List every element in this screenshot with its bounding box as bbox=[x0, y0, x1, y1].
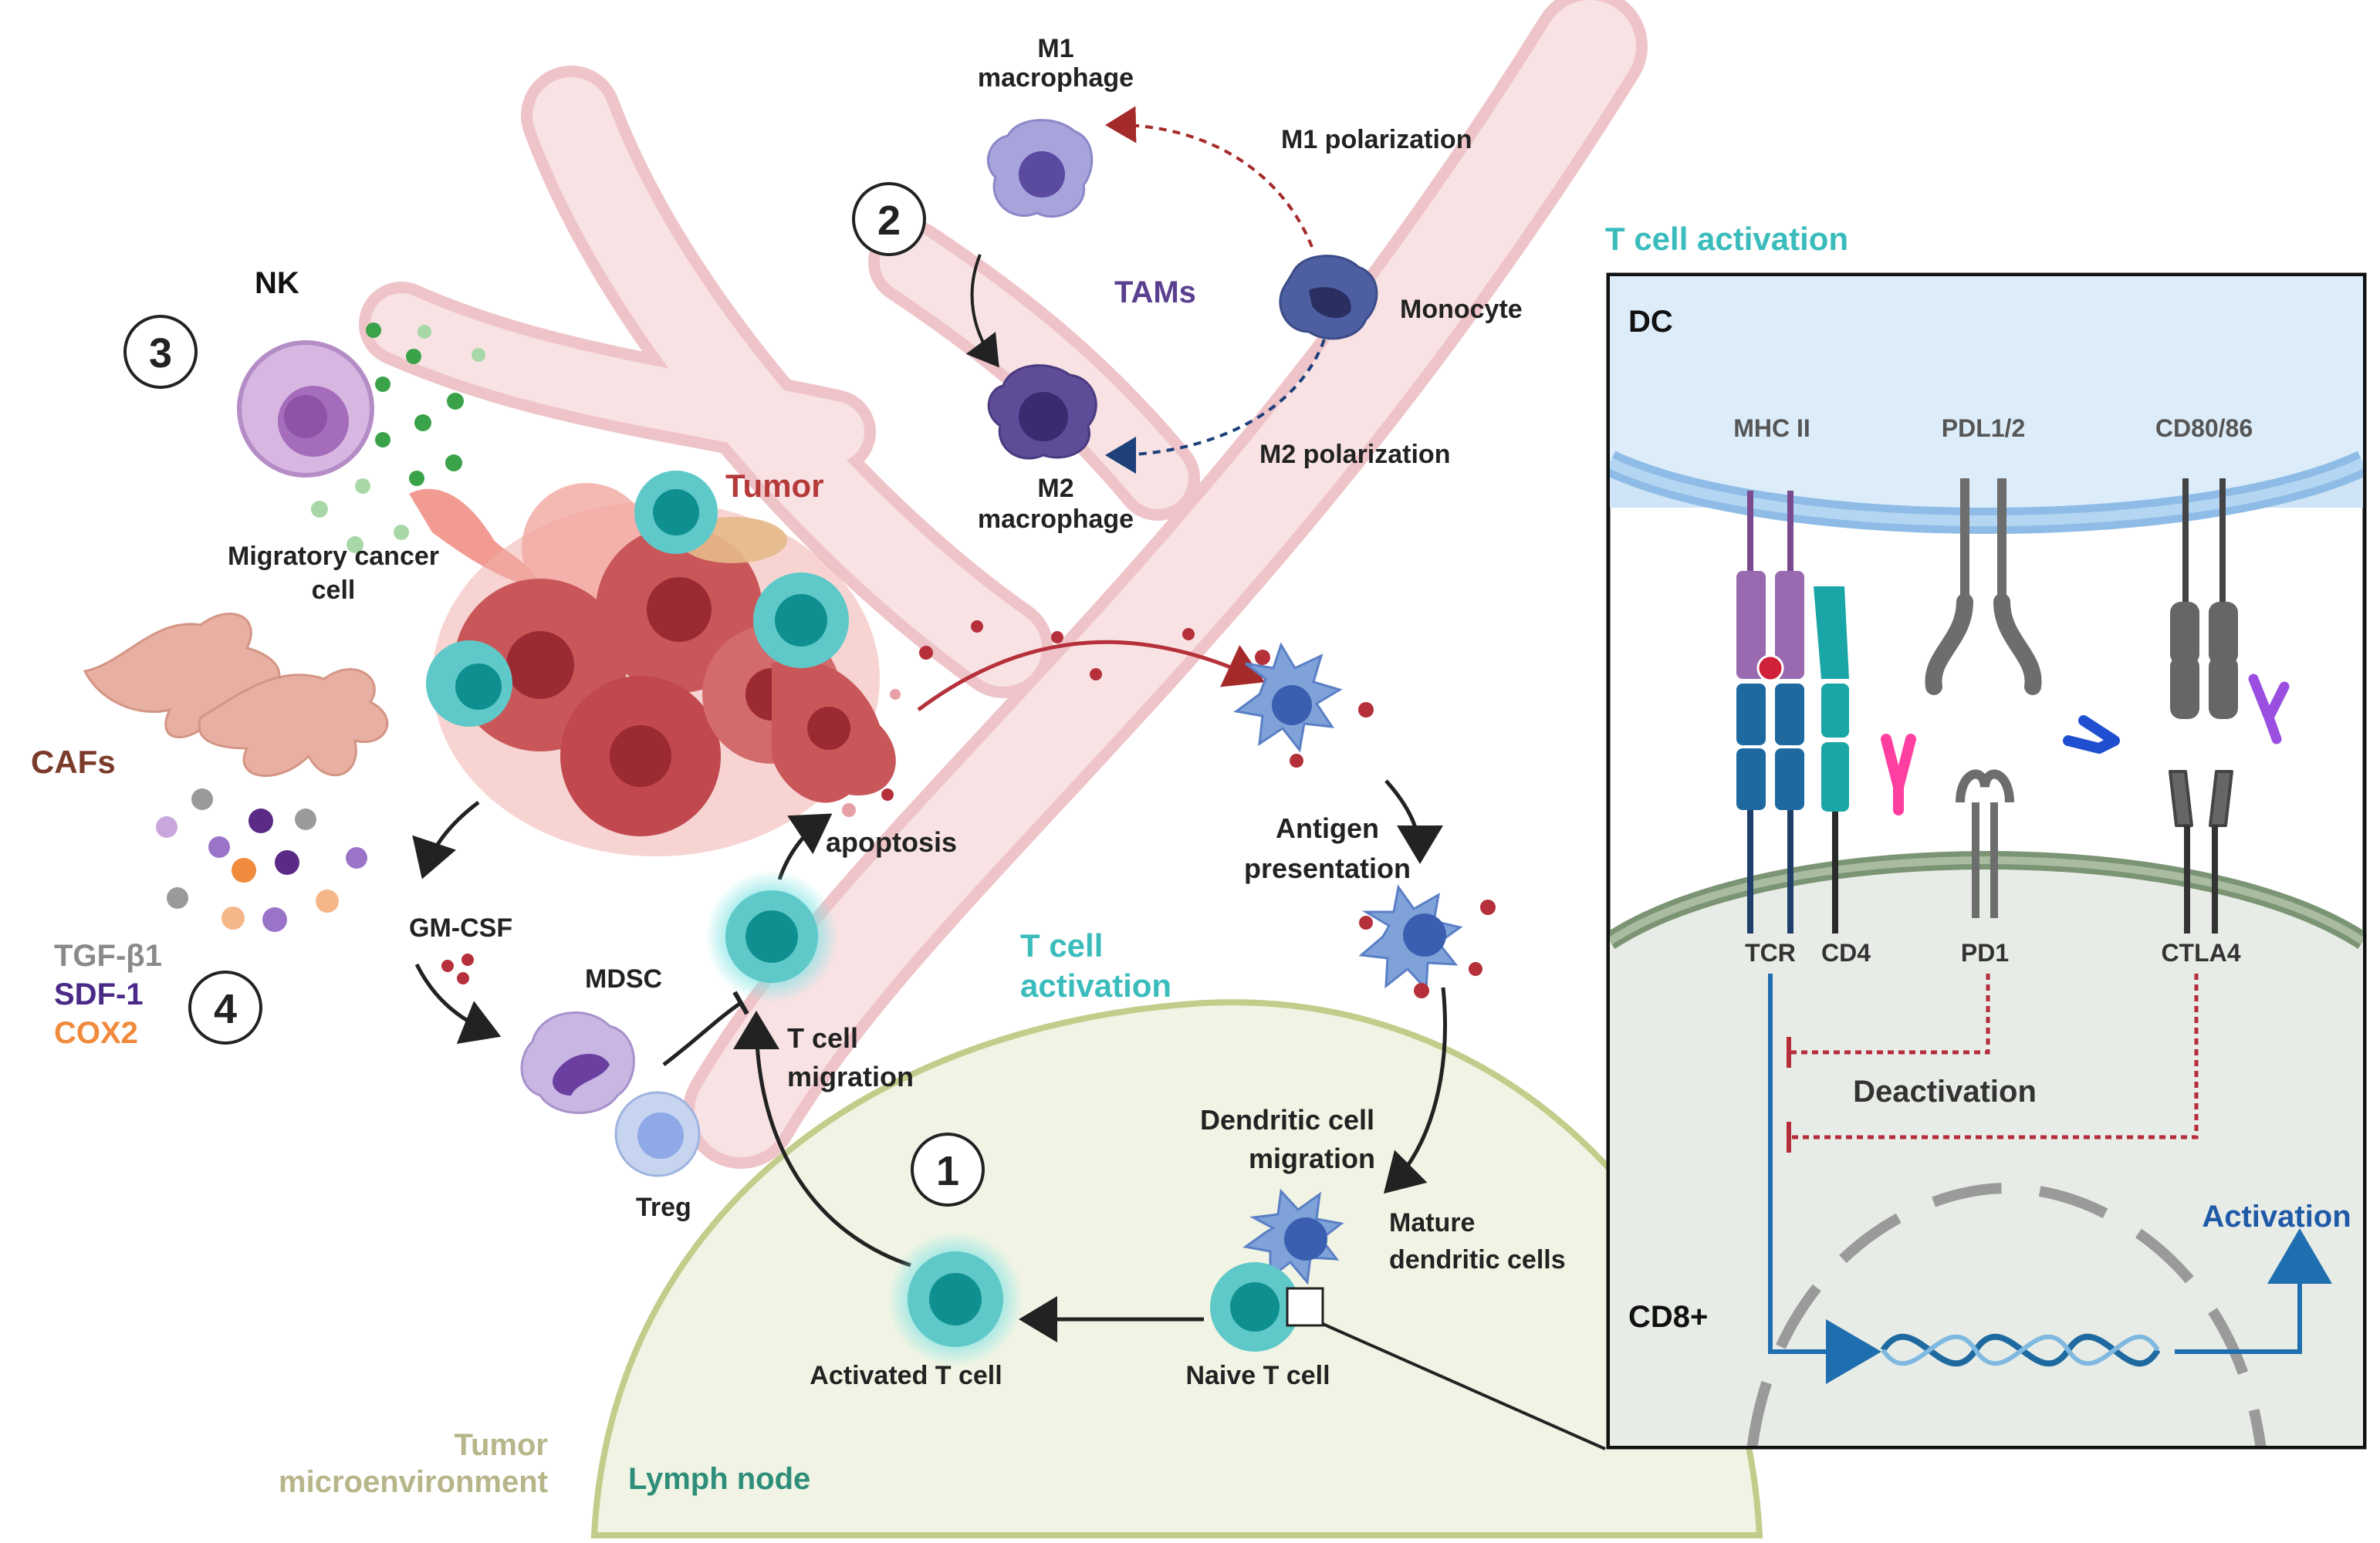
label-m2-polarization: M2 polarization bbox=[1259, 440, 1450, 469]
label-dc-migration-1: Dendritic cell bbox=[1200, 1104, 1374, 1136]
step-marker-2: 2 bbox=[852, 182, 926, 256]
label-nk: NK bbox=[255, 266, 299, 300]
panel-label-mhc: MHC II bbox=[1733, 414, 1810, 442]
cafs bbox=[83, 613, 389, 777]
ctla4-receptor bbox=[2169, 770, 2233, 934]
step-marker-1: 1 bbox=[911, 1133, 985, 1207]
apoptotic-fragments bbox=[842, 620, 1195, 817]
label-tcell-activation-2: activation bbox=[1020, 967, 1171, 1004]
panel-label-cd4: CD4 bbox=[1821, 939, 1871, 967]
label-mature-dc-1: Mature bbox=[1389, 1208, 1475, 1237]
m1-macrophage bbox=[986, 119, 1094, 218]
treg-cell bbox=[614, 1091, 701, 1177]
panel-label-pdl: PDL1/2 bbox=[1942, 414, 2025, 442]
label-sdf1: SDF-1 bbox=[54, 977, 144, 1011]
mdsc-cell bbox=[520, 1011, 635, 1114]
label-tams: TAMs bbox=[1114, 275, 1196, 309]
label-tme-2: microenvironment bbox=[279, 1465, 548, 1499]
label-monocyte: Monocyte bbox=[1400, 295, 1523, 324]
cd4-coreceptor bbox=[1814, 586, 1849, 934]
label-tcell-migration-2: migration bbox=[787, 1061, 914, 1092]
macrophage-arrows bbox=[965, 106, 1326, 474]
panel-label-activation: Activation bbox=[2202, 1200, 2351, 1234]
antibody-icon bbox=[2063, 715, 2120, 754]
antibody-icon bbox=[1881, 734, 1916, 815]
label-migratory-cancer-2: cell bbox=[312, 576, 356, 605]
activation-panel: DC MHC II PDL1/2 CD80/86 TCR CD4 PD1 CTL… bbox=[1606, 272, 2367, 1450]
panel-label-ctla4: CTLA4 bbox=[2161, 939, 2240, 967]
nk-granules bbox=[311, 322, 485, 553]
step-marker-3: 3 bbox=[123, 315, 198, 389]
panel-label-pd1: PD1 bbox=[1961, 939, 2009, 967]
tumor-t-cell bbox=[634, 471, 718, 554]
dendritic-cell-antigen bbox=[1233, 642, 1374, 768]
label-antigen-2: presentation bbox=[1244, 853, 1411, 884]
gmcsf-dots bbox=[441, 954, 474, 984]
pdl-ligand bbox=[1925, 478, 2042, 695]
activation-arrow bbox=[2175, 1228, 2332, 1354]
pd1-receptor bbox=[1956, 769, 2014, 918]
mhc-tcr-complex bbox=[1736, 491, 1804, 934]
label-activated-t-cell: Activated T cell bbox=[810, 1361, 1002, 1390]
label-mature-dc-2: dendritic cells bbox=[1389, 1245, 1566, 1275]
label-tgfb1: TGF-β1 bbox=[54, 939, 162, 973]
m2-macrophage bbox=[987, 364, 1097, 460]
panel-title: T cell activation bbox=[1605, 221, 1848, 257]
panel-label-cd80: CD80/86 bbox=[2155, 414, 2253, 442]
activated-t-cell bbox=[887, 1231, 1023, 1367]
label-m2-2: macrophage bbox=[978, 505, 1134, 534]
label-treg: Treg bbox=[636, 1193, 691, 1222]
deactivation-lines bbox=[1790, 974, 2199, 1140]
glowing-t-cell bbox=[705, 870, 838, 1003]
blood-vessel bbox=[359, 0, 1648, 1169]
factor-dots bbox=[156, 788, 367, 932]
dna-icon-strand bbox=[1881, 1334, 2160, 1366]
step-number-3: 3 bbox=[149, 330, 172, 376]
label-dc-migration-2: migration bbox=[1249, 1143, 1375, 1174]
label-m1-2: macrophage bbox=[978, 63, 1134, 93]
tumor-t-cell bbox=[753, 572, 849, 668]
label-m2-1: M2 bbox=[1037, 474, 1073, 503]
label-cox2: COX2 bbox=[54, 1016, 138, 1050]
panel-label-cd8: CD8+ bbox=[1628, 1300, 1708, 1334]
label-m1-polarization: M1 polarization bbox=[1281, 125, 1472, 154]
label-naive-t-cell: Naive T cell bbox=[1185, 1361, 1330, 1390]
label-antigen-1: Antigen bbox=[1276, 812, 1379, 844]
antibody-icon bbox=[2248, 674, 2290, 744]
step-number-2: 2 bbox=[877, 198, 901, 244]
label-tcell-migration-1: T cell bbox=[787, 1022, 858, 1054]
label-gmcsf: GM-CSF bbox=[409, 913, 512, 943]
zoom-connector bbox=[1322, 1322, 1606, 1450]
label-m1-1: M1 bbox=[1037, 34, 1073, 63]
diagram-labels: NK Migratory cancer cell CAFs TGF-β1 SDF… bbox=[31, 34, 1566, 1499]
label-mdsc: MDSC bbox=[585, 964, 662, 994]
label-apoptosis: apoptosis bbox=[826, 826, 957, 858]
panel-label-dc: DC bbox=[1628, 305, 1673, 339]
label-lymph-node: Lymph node bbox=[628, 1462, 810, 1496]
tcr-signal-arrow bbox=[1768, 974, 1881, 1384]
label-cafs: CAFs bbox=[31, 744, 116, 780]
naive-t-cell bbox=[1210, 1262, 1324, 1352]
panel-label-tcr: TCR bbox=[1745, 939, 1796, 967]
cd80-ligand bbox=[2170, 478, 2238, 719]
step-marker-4: 4 bbox=[188, 971, 262, 1045]
tumor-t-cell bbox=[426, 640, 512, 727]
label-tcell-activation-1: T cell bbox=[1020, 927, 1103, 964]
step-number-4: 4 bbox=[214, 986, 237, 1032]
monocyte bbox=[1279, 255, 1378, 340]
nk-cell bbox=[237, 340, 374, 478]
label-migratory-cancer: Migratory cancer bbox=[228, 542, 439, 571]
step-number-1: 1 bbox=[936, 1148, 959, 1194]
dendritic-cell-presenting bbox=[1358, 884, 1496, 998]
mature-dendritic-cell bbox=[1242, 1188, 1344, 1285]
panel-label-deactivation: Deactivation bbox=[1853, 1075, 2037, 1109]
label-tme-1: Tumor bbox=[455, 1428, 548, 1462]
label-tumor: Tumor bbox=[725, 468, 824, 504]
cycle-arrows bbox=[412, 640, 1447, 1342]
